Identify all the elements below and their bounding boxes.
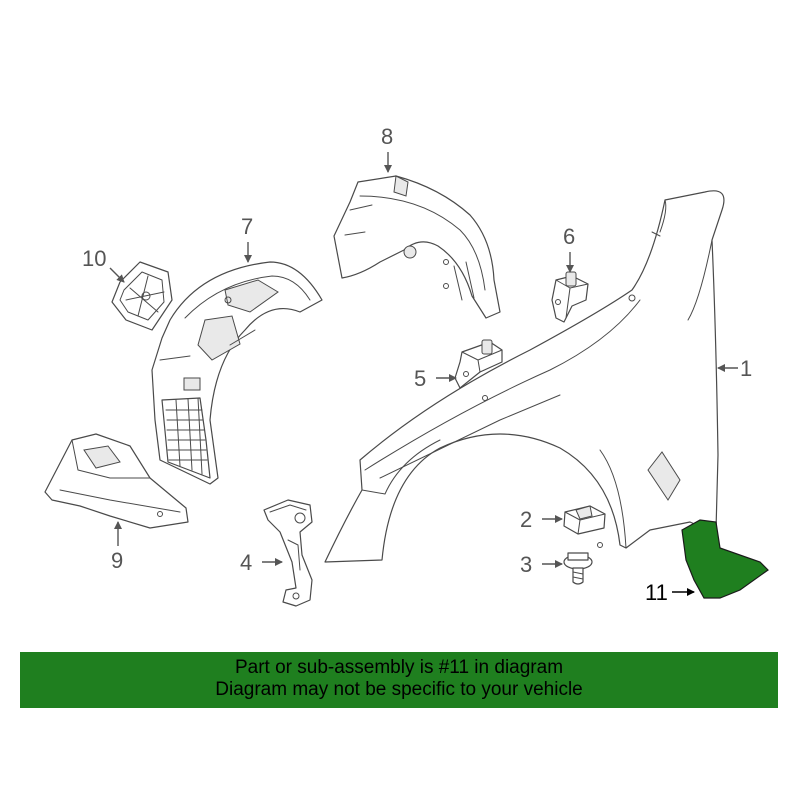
callout-label-8: 8 (381, 124, 393, 149)
callout-1: 1 (717, 356, 752, 381)
callout-label-2: 2 (520, 507, 532, 532)
callout-4: 4 (240, 550, 283, 575)
callout-label-6: 6 (563, 224, 575, 249)
callout-8: 8 (381, 124, 393, 173)
callout-label-11: 11 (645, 580, 668, 605)
callout-label-1: 1 (740, 356, 752, 381)
callout-7: 7 (241, 214, 253, 263)
part-3-bolt[interactable] (563, 552, 593, 585)
part-4-bracket[interactable] (263, 499, 313, 607)
part-11-trim-panel[interactable] (681, 519, 769, 599)
callout-label-4: 4 (240, 550, 252, 575)
callout-10: 10 (82, 246, 125, 283)
callout-5: 5 (414, 366, 457, 391)
callout-label-7: 7 (241, 214, 253, 239)
part-1-fender[interactable] (324, 190, 725, 563)
callout-label-5: 5 (414, 366, 426, 391)
part-10-cover-panel[interactable] (111, 261, 173, 331)
part-2-clip-nut[interactable] (563, 505, 606, 535)
callout-label-9: 9 (111, 548, 123, 573)
part-8-wheel-liner[interactable] (333, 175, 501, 319)
callout-2: 2 (520, 507, 563, 532)
callout-11: 11 (645, 580, 695, 605)
part-7-wheel-liner[interactable] (151, 261, 323, 485)
info-banner: Part or sub-assembly is #11 in diagram D… (20, 652, 778, 708)
callout-3: 3 (520, 552, 563, 577)
callout-6: 6 (563, 224, 575, 273)
callout-label-3: 3 (520, 552, 532, 577)
banner-line-1: Part or sub-assembly is #11 in diagram (234, 657, 564, 678)
part-9-splash-shield[interactable] (44, 433, 189, 529)
callout-label-10: 10 (82, 246, 106, 271)
part-6-bracket[interactable] (551, 271, 589, 323)
callout-9: 9 (111, 521, 123, 573)
banner-line-2: Diagram may not be specific to your vehi… (215, 679, 583, 700)
part-5-bracket[interactable] (454, 339, 503, 389)
